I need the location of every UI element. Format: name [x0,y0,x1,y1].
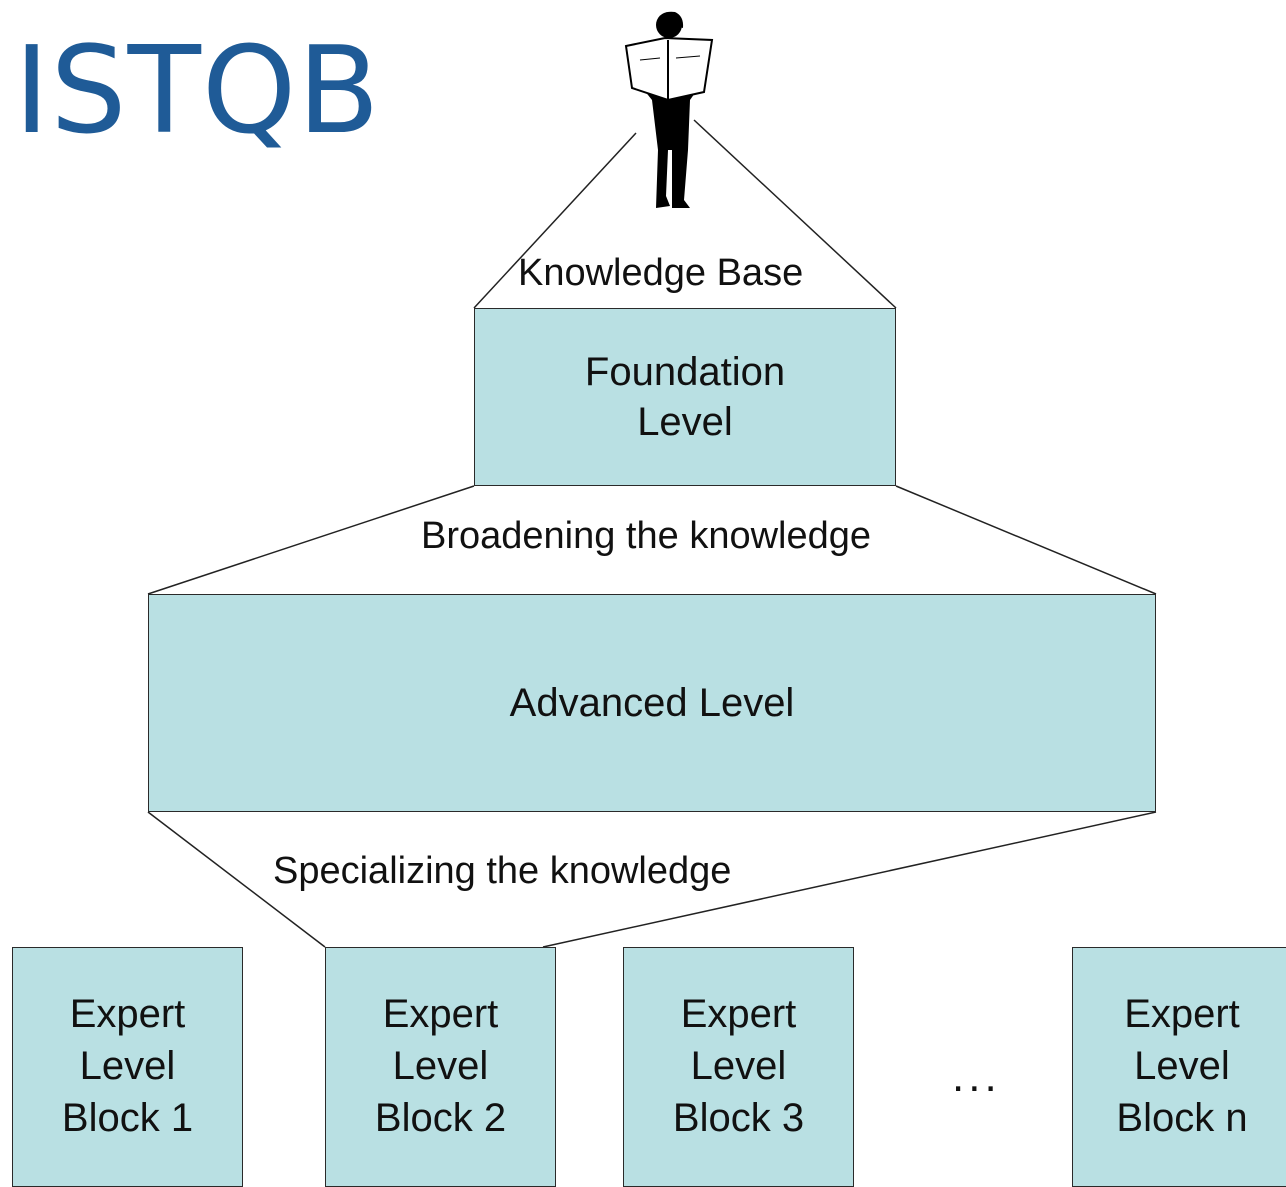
knowledge-base-label: Knowledge Base [518,252,804,294]
broad-line-left [147,485,475,595]
foundation-level-box: Foundation Level [474,308,896,486]
broadening-label: Broadening the knowledge [421,515,872,557]
expert-block-1: Expert Level Block 1 [12,947,243,1187]
expert-block-3: Expert Level Block 3 [623,947,854,1187]
expert-block-label: Expert Level Block 1 [61,992,194,1140]
expert-block-label: Expert Level Block 3 [672,992,805,1140]
expert-block-n: Expert Level Block n [1072,947,1286,1187]
advanced-level-label: Advanced Level [509,680,795,725]
spec-line-right [542,811,1157,948]
spec-line-left [147,811,326,948]
broad-line-right [895,485,1157,595]
more-blocks-ellipsis: ... [952,1052,1001,1101]
expert-block-label: Expert Level Block n [1116,992,1248,1140]
kb-line-right [693,119,897,309]
expert-block-2: Expert Level Block 2 [325,947,556,1187]
newspaper-icon [624,36,714,102]
expert-block-label: Expert Level Block 2 [374,992,507,1140]
advanced-level-box: Advanced Level [148,594,1156,812]
page-title: ISTQB [14,22,381,161]
specializing-label: Specializing the knowledge [273,850,732,892]
foundation-level-label: Foundation Level [584,350,786,444]
kb-line-left [473,132,637,309]
